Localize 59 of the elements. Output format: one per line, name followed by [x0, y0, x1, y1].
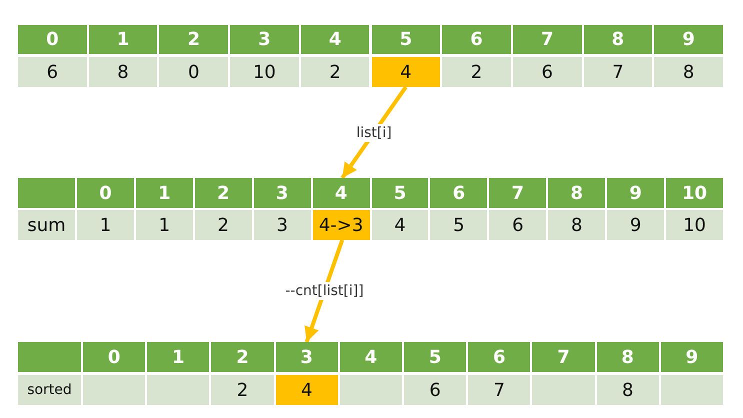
index-header-cell: 1 [88, 25, 158, 54]
value-cell: 7 [584, 57, 652, 87]
index-header-cell: 8 [596, 342, 659, 372]
value-cell: 6 [489, 210, 546, 240]
index-header-cell: 4 [340, 342, 402, 372]
index-header-cell: 0 [77, 178, 134, 208]
value-cell: 6 [18, 57, 87, 87]
index-header-cell: 3 [276, 342, 338, 372]
index-header-cell: 6 [442, 25, 511, 54]
index-header-cell: 8 [548, 178, 606, 208]
value-cell: 9 [607, 210, 664, 240]
index-header-cell: 6 [468, 342, 530, 372]
index-header-cell: 1 [136, 178, 193, 208]
value-cell: 1 [77, 210, 134, 240]
highlighted-value-cell: 4 [372, 57, 440, 87]
value-cell: 2 [194, 210, 252, 240]
index-header-cell: 2 [211, 342, 274, 372]
index-header-cell: 3 [254, 178, 311, 208]
index-header-cell: 9 [607, 178, 664, 208]
index-header-cell: 5 [404, 342, 466, 372]
value-cell: 2 [442, 57, 511, 87]
highlighted-value-cell: 4->3 [312, 210, 370, 240]
index-header-cell: 3 [230, 25, 299, 54]
index-header-cell: 9 [660, 342, 723, 372]
highlighted-value-cell: 4 [276, 375, 338, 405]
value-cell: 1 [136, 210, 193, 240]
row-label-cell: sum [18, 210, 75, 240]
index-header-cell: 0 [18, 25, 87, 54]
value-cell: 6 [404, 375, 466, 405]
value-cell: 0 [159, 57, 228, 87]
index-header-cell: 9 [654, 25, 723, 54]
value-cell: 5 [430, 210, 488, 240]
index-header-cell: 2 [159, 25, 228, 54]
index-header-cell: 7 [489, 178, 546, 208]
index-header-cell: 5 [372, 178, 428, 208]
value-cell: 3 [254, 210, 311, 240]
index-header-cell: 7 [532, 342, 595, 372]
index-header-cell: 10 [666, 178, 723, 208]
index-header-cell: 2 [194, 178, 252, 208]
index-header-cell: 0 [83, 342, 146, 372]
index-header-cell: 7 [512, 25, 582, 54]
value-cell: 4 [372, 210, 428, 240]
index-header-cell: 4 [312, 178, 370, 208]
index-header-cell: 5 [372, 25, 440, 54]
index-header-cell: 8 [584, 25, 652, 54]
value-cell: 6 [512, 57, 582, 87]
row-label-cell: sorted [18, 375, 81, 405]
value-cell: 8 [548, 210, 606, 240]
index-header-cell: 1 [147, 342, 210, 372]
value-cell: 2 [300, 57, 370, 87]
value-cell: 8 [596, 375, 659, 405]
value-cell: 10 [666, 210, 723, 240]
value-cell: 8 [88, 57, 158, 87]
index-header-cell: 4 [300, 25, 370, 54]
value-cell: 10 [230, 57, 299, 87]
value-cell: 2 [211, 375, 274, 405]
value-cell: 7 [468, 375, 530, 405]
value-cell: 8 [654, 57, 723, 87]
index-header-cell: 6 [430, 178, 488, 208]
